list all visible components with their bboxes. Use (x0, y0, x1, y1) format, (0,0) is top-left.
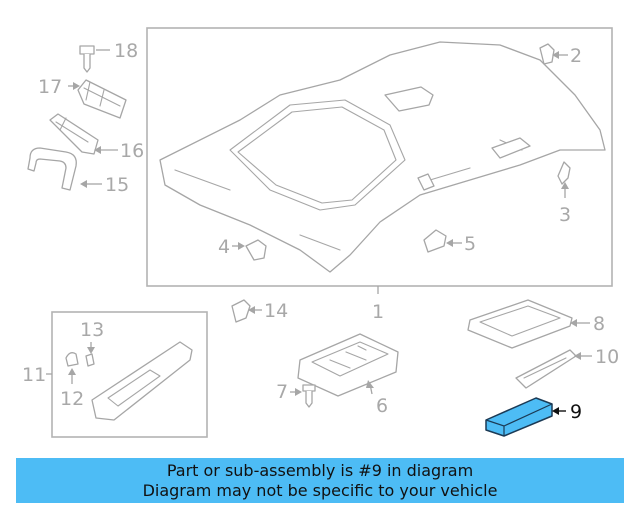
part-13-visor-clip[interactable] (85, 353, 95, 367)
part-3-clip[interactable] (557, 161, 571, 185)
callout-7: 7 (276, 381, 288, 403)
part-8-cover[interactable] (467, 299, 573, 349)
banner-line-1: Part or sub-assembly is #9 in diagram (166, 461, 474, 480)
callout-17: 17 (38, 76, 62, 98)
part-1-headliner[interactable] (159, 41, 606, 273)
callout-6: 6 (376, 395, 388, 417)
part-9-highlighted[interactable] (485, 397, 553, 437)
callout-1: 1 (372, 301, 384, 323)
part-sun-visor[interactable] (91, 341, 193, 421)
callout-2: 2 (570, 45, 582, 67)
callout-8: 8 (593, 313, 605, 335)
callout-13: 13 (80, 319, 104, 341)
callout-11: 11 (22, 364, 46, 386)
callout-5: 5 (464, 233, 476, 255)
part-16-handle-clip[interactable] (49, 113, 99, 155)
callout-16: 16 (120, 140, 144, 162)
part-6-console[interactable] (297, 333, 399, 397)
part-7-screw[interactable] (302, 384, 316, 408)
headliner-group-frame (146, 27, 613, 287)
part-14-clip[interactable] (231, 299, 251, 323)
part-12-visor-hook[interactable] (65, 352, 79, 367)
callout-14: 14 (264, 300, 288, 322)
callout-18: 18 (114, 40, 138, 62)
callout-10: 10 (595, 346, 619, 368)
callout-15: 15 (105, 174, 129, 196)
part-2-clip[interactable] (539, 43, 555, 65)
banner-line-2: Diagram may not be specific to your vehi… (142, 481, 498, 500)
part-15-assist-grip[interactable] (27, 147, 77, 191)
part-17-bracket[interactable] (77, 79, 127, 119)
part-10-trim-panel[interactable] (515, 349, 577, 389)
callout-9: 9 (570, 401, 582, 423)
part-4-clip[interactable] (245, 239, 267, 261)
parts-diagram: 1 2 3 4 5 6 7 8 9 10 11 12 13 14 15 16 1… (22, 27, 619, 438)
info-banner: Part or sub-assembly is #9 in diagram Di… (16, 458, 624, 503)
callout-12: 12 (60, 388, 84, 410)
callout-4: 4 (218, 236, 230, 258)
callout-3: 3 (559, 204, 571, 226)
part-5-clip[interactable] (423, 229, 447, 253)
part-18-clip[interactable] (79, 45, 95, 73)
